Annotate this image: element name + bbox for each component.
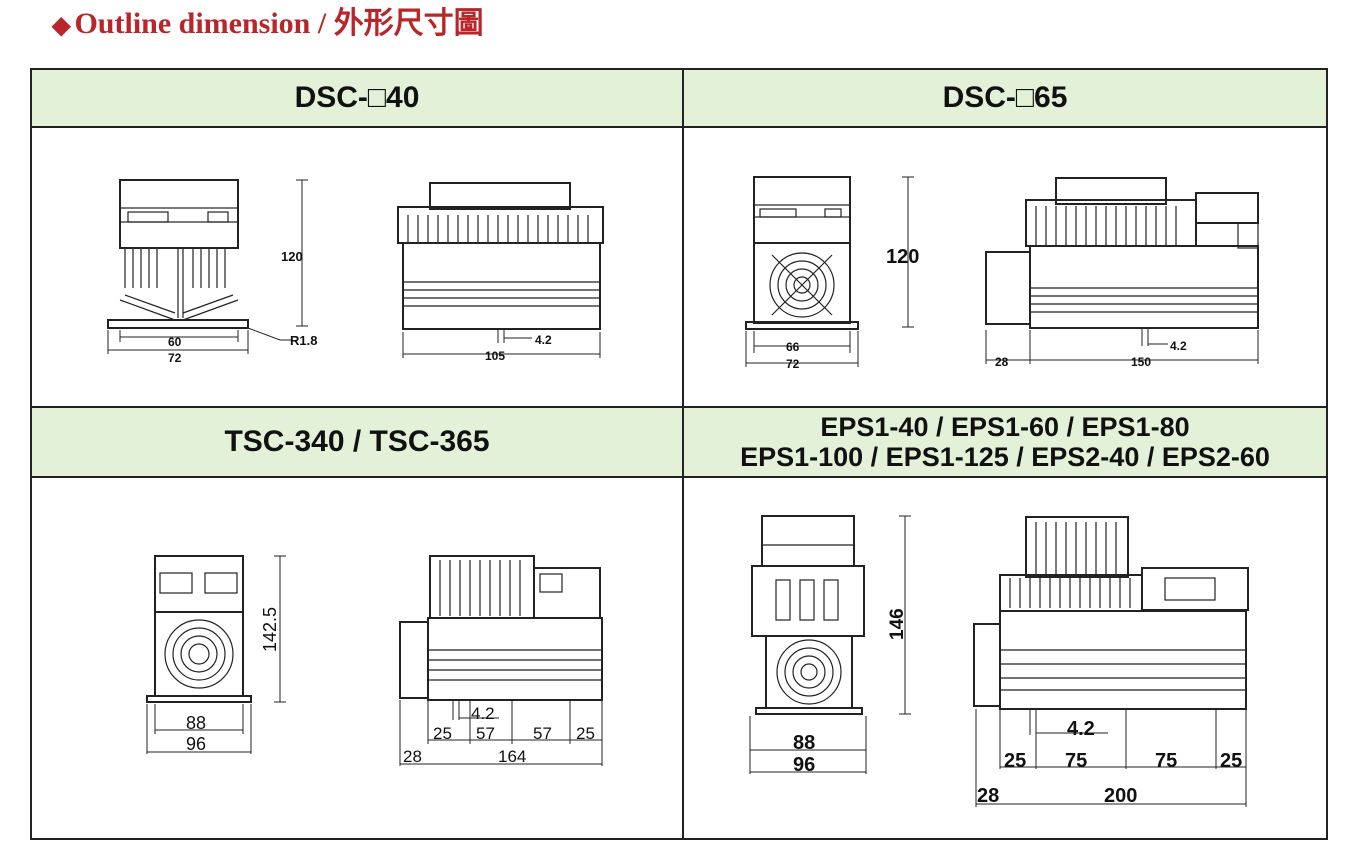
dim-inner-width: 60 xyxy=(168,335,182,349)
dim-length: 150 xyxy=(1131,355,1151,369)
dim-seg-b: 75 xyxy=(1065,750,1087,772)
dimension-table: DSC-□40 DSC-□65 TSC-340 / TSC-365 EPS1-4… xyxy=(30,68,1328,840)
eps-side-view xyxy=(973,516,1249,807)
page-title: ◆Outline dimension / 外形尺寸圖 xyxy=(52,4,484,44)
dim-radius: R1.8 xyxy=(290,333,317,348)
dim-hole: 4.2 xyxy=(471,704,495,723)
dim-inner-width: 88 xyxy=(186,713,206,733)
eps-front-view xyxy=(749,515,911,774)
dim-seg-a: 25 xyxy=(433,724,452,743)
dim-hole: 4.2 xyxy=(1067,718,1095,740)
row-divider xyxy=(32,406,1326,408)
dim-seg-c: 75 xyxy=(1155,750,1177,772)
dim-height: 120 xyxy=(281,249,303,264)
dim-width: 72 xyxy=(168,351,182,365)
dim-width: 96 xyxy=(793,754,815,776)
model-title: DSC-□65 xyxy=(942,81,1068,114)
dim-hole: 4.2 xyxy=(535,333,552,347)
dim-length: 105 xyxy=(485,349,505,363)
dsc40-front-view xyxy=(107,179,308,354)
dim-width: 96 xyxy=(186,734,206,754)
dim-length: 200 xyxy=(1104,785,1137,807)
dim-height: 142.5 xyxy=(260,607,280,652)
dim-inner-width: 66 xyxy=(786,340,800,354)
dim-seg-b: 57 xyxy=(476,724,495,743)
page-title-text: Outline dimension / 外形尺寸圖 xyxy=(74,7,484,40)
tsc-front-view xyxy=(146,555,286,754)
model-title-line1: EPS1-40 / EPS1-60 / EPS1-80 xyxy=(820,412,1190,442)
dim-inner-width: 88 xyxy=(793,732,815,754)
dim-offset: 28 xyxy=(995,355,1009,369)
dim-seg-a: 25 xyxy=(1004,750,1026,772)
dim-offset: 28 xyxy=(403,747,422,766)
model-title-line2: EPS1-100 / EPS1-125 / EPS2-40 / EPS2-60 xyxy=(740,442,1270,472)
dsc40-side-view xyxy=(397,182,604,358)
dim-width: 72 xyxy=(786,357,800,371)
dim-height: 120 xyxy=(886,246,919,268)
column-divider xyxy=(682,70,684,838)
dim-seg-c: 57 xyxy=(533,724,552,743)
cell-header-dsc65: DSC-□65 xyxy=(684,70,1326,128)
cell-header-tsc: TSC-340 / TSC-365 xyxy=(32,408,682,478)
dim-hole: 4.2 xyxy=(1170,339,1187,353)
dsc65-front-view xyxy=(745,176,914,367)
dim-length: 164 xyxy=(498,747,526,766)
model-title: DSC-□40 xyxy=(294,81,420,114)
cell-header-dsc40: DSC-□40 xyxy=(32,70,682,128)
tsc-side-view xyxy=(399,555,603,766)
dim-seg-d: 25 xyxy=(576,724,595,743)
diamond-bullet-icon: ◆ xyxy=(52,13,71,39)
model-title: TSC-340 / TSC-365 xyxy=(224,425,490,458)
dim-offset: 28 xyxy=(977,785,999,807)
dim-height: 146 xyxy=(887,608,908,640)
dim-seg-d: 25 xyxy=(1220,750,1242,772)
dsc65-side-view xyxy=(985,177,1259,364)
